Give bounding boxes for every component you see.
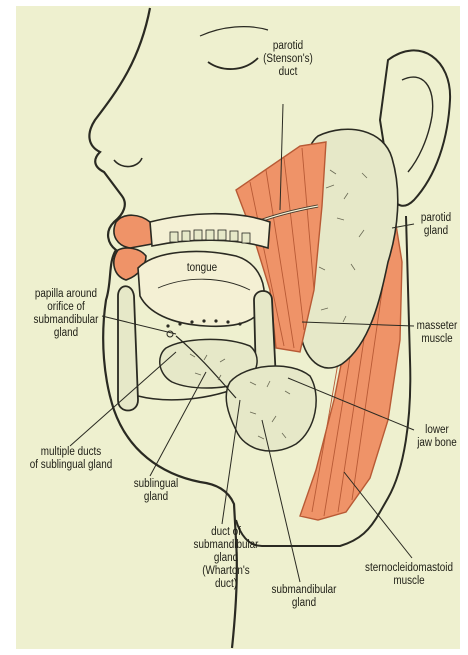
label-line: gland: [23, 327, 109, 340]
label-line: gland: [268, 597, 340, 610]
label-line: lower: [414, 424, 460, 437]
label-line: submandibular: [268, 584, 340, 597]
label-line: submandibular: [23, 314, 109, 327]
label-line: gland: [128, 491, 183, 504]
label-masseter: masseter muscle: [414, 320, 460, 346]
label-sternocleidomastoid: sternocleidomastoid muscle: [362, 562, 457, 588]
label-line: muscle: [414, 333, 460, 346]
label-lower-jaw: lower jaw bone: [414, 424, 460, 450]
label-line: gland: [415, 225, 456, 238]
label-line: multiple ducts: [24, 446, 119, 459]
label-submandibular: submandibular gland: [268, 584, 340, 610]
label-line: parotid: [415, 212, 456, 225]
label-papilla: papilla around orifice of submandibular …: [23, 288, 109, 340]
label-line: of sublingual gland: [24, 459, 119, 472]
label-line: duct: [260, 66, 315, 79]
lower-jaw-bone: [118, 286, 138, 410]
label-line: duct of: [192, 526, 261, 539]
label-line: muscle: [362, 575, 457, 588]
label-line: duct): [192, 578, 261, 591]
label-line: sternocleidomastoid: [362, 562, 457, 575]
label-duct-of-submandibular: duct of submandibular gland (Wharton's d…: [192, 526, 261, 591]
label-line: tongue: [183, 262, 221, 275]
label-line: gland: [192, 552, 261, 565]
label-multiple-ducts: multiple ducts of sublingual gland: [24, 446, 119, 472]
label-parotid-gland: parotid gland: [415, 212, 456, 238]
label-line: sublingual: [128, 478, 183, 491]
label-tongue: tongue: [183, 262, 221, 275]
label-line: masseter: [414, 320, 460, 333]
label-line: (Stenson's): [260, 53, 315, 66]
label-line: submandibular: [192, 539, 261, 552]
label-line: jaw bone: [414, 437, 460, 450]
label-line: orifice of: [23, 301, 109, 314]
label-sublingual: sublingual gland: [128, 478, 183, 504]
label-line: papilla around: [23, 288, 109, 301]
label-line: (Wharton's: [192, 565, 261, 578]
label-parotid-duct: parotid (Stenson's) duct: [260, 40, 315, 79]
label-line: parotid: [260, 40, 315, 53]
